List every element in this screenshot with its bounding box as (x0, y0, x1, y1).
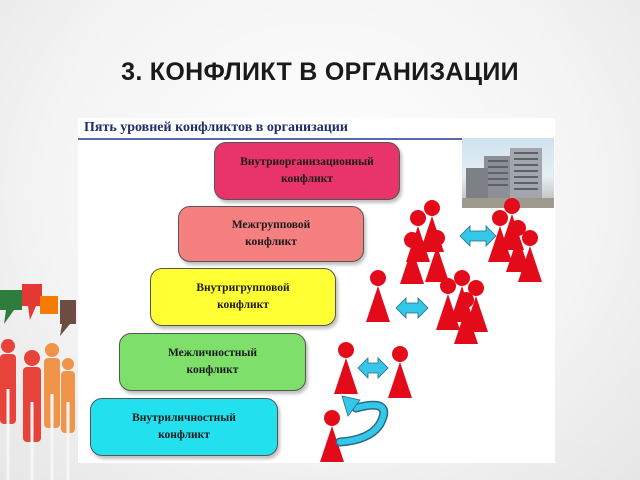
double-arrow-icon (459, 225, 497, 247)
figure-title: Пять уровней конфликтов в организации (84, 120, 348, 135)
person-icon (388, 346, 412, 398)
level-intragroup: Внутригрупповой конфликт (150, 268, 336, 326)
group-figures (436, 270, 488, 344)
person-icon (366, 270, 390, 322)
level-intergroup: Межгрупповой конфликт (178, 206, 364, 262)
person-icon (334, 342, 358, 394)
level-intraorganizational: Внутриорганизационный конфликт (214, 142, 400, 200)
conflict-figures-scene (320, 198, 542, 462)
level-interpersonal: Межличностный конфликт (119, 333, 306, 391)
curved-arrow-icon (335, 395, 389, 447)
group-left-figures (400, 200, 449, 284)
person-icon (320, 410, 344, 462)
double-arrow-icon (395, 297, 429, 319)
double-arrow-icon (357, 357, 389, 379)
conflict-levels-figure: Пять уровней конфликтов в организации Вн… (78, 118, 555, 463)
title-underline (78, 138, 478, 140)
level-intrapersonal: Внутриличностный конфликт (90, 398, 278, 456)
decorative-people-icon (0, 284, 76, 480)
slide-title: 3. КОНФЛИКТ В ОРГАНИЗАЦИИ (121, 58, 519, 86)
group-right-figures (488, 198, 542, 282)
